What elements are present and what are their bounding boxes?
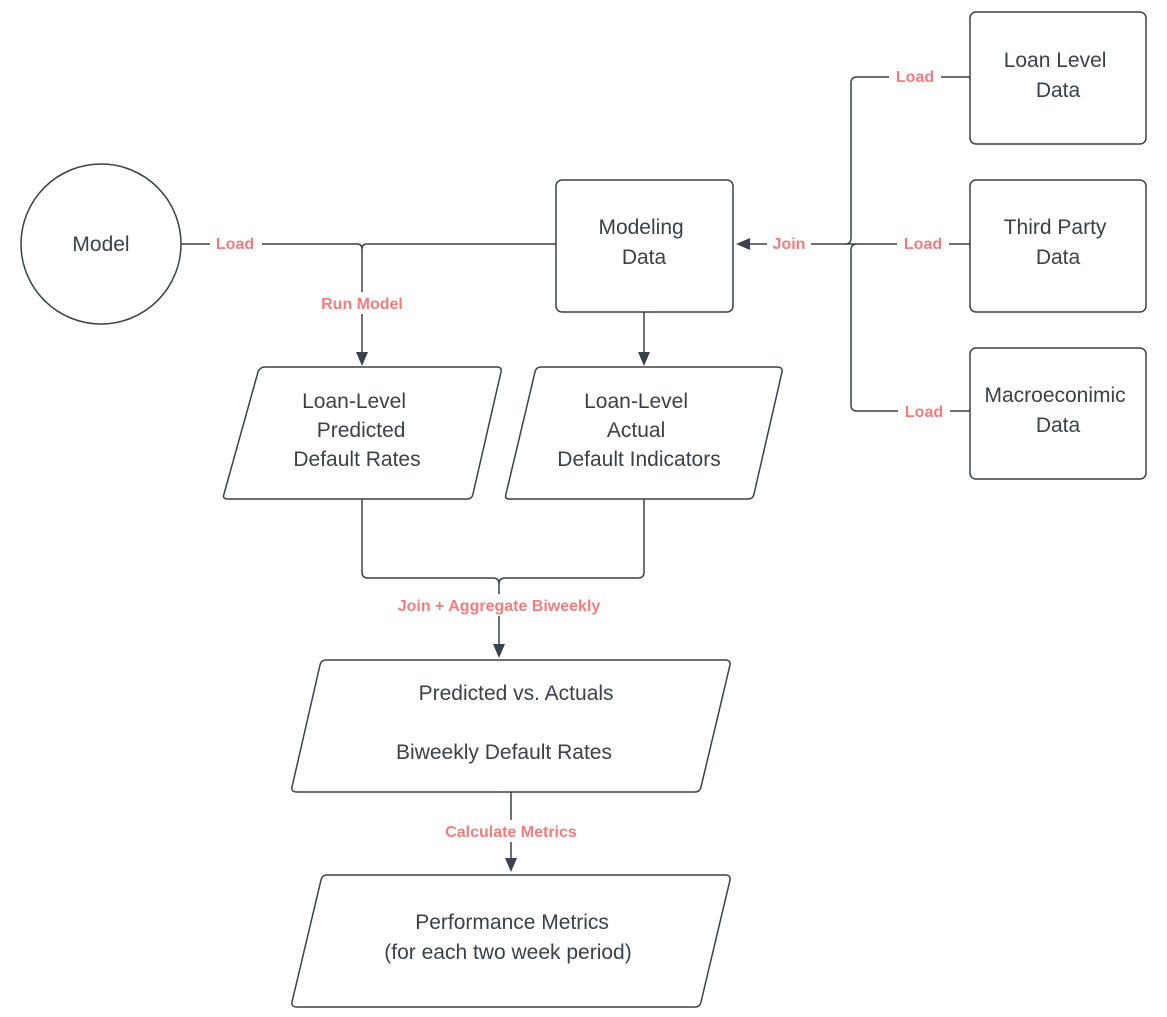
- svg-text:Load: Load: [905, 404, 943, 421]
- svg-text:Run Model: Run Model: [321, 296, 403, 313]
- svg-text:Loan Level Data: Loan Level Data: [1004, 49, 1113, 102]
- svg-text:Loan-Level Actual: Loan-Level Actual Default Indicators: [557, 390, 720, 471]
- node-third-party-data-line-2: Data: [1036, 246, 1081, 269]
- svg-text:Macroeconimic Data: Macroeconimic Data: [984, 384, 1131, 437]
- edge-label-load-macro: Load: [898, 400, 950, 422]
- svg-text:Performance Metrics (for: Performance Metrics (for each two week p…: [384, 911, 631, 964]
- node-actual-default-indicators[interactable]: Loan-Level Actual Default Indicators: [504, 366, 783, 500]
- svg-text:Model: Model: [72, 233, 129, 256]
- node-modeling-data-line-1: Modeling: [598, 216, 683, 239]
- node-modeling-data-line-2: Data: [622, 246, 667, 269]
- connector-sources-bus: [750, 76, 970, 412]
- node-actual-line-1: Loan-Level: [584, 390, 688, 413]
- svg-text:Join: Join: [773, 236, 806, 253]
- svg-text:Predicted vs. Actuals Bi: Predicted vs. Actuals Biweekly Default R…: [396, 682, 619, 764]
- edge-label-join-aggregate: Join + Aggregate Biweekly: [372, 594, 626, 616]
- node-third-party-data-line-1: Third Party: [1004, 216, 1107, 239]
- arrowhead-to-performance: [505, 858, 517, 872]
- node-loan-level-data[interactable]: Loan Level Data: [969, 11, 1147, 145]
- node-performance-line-2: (for each two week period): [384, 941, 631, 964]
- node-predicted-line-1: Loan-Level: [302, 390, 406, 413]
- edge-label-load-model: Load: [210, 232, 262, 254]
- node-predicted-vs-actuals[interactable]: Predicted vs. Actuals Biweekly Default R…: [291, 659, 731, 793]
- connector-join-aggregate: [361, 499, 645, 585]
- arrowhead-to-actual: [638, 352, 650, 366]
- node-macro-data-line-2: Data: [1036, 414, 1081, 437]
- node-loan-level-data-line-2: Data: [1036, 79, 1081, 102]
- node-predicted-line-2: Predicted: [317, 419, 406, 442]
- svg-text:Load: Load: [216, 236, 254, 253]
- node-macro-data[interactable]: Macroeconimic Data: [969, 347, 1147, 480]
- node-third-party-data[interactable]: Third Party Data: [969, 179, 1147, 313]
- node-performance-line-1: Performance Metrics: [415, 911, 609, 934]
- node-macro-data-line-1: Macroeconimic: [984, 384, 1125, 407]
- node-pred-vs-actuals-line-1: Predicted vs. Actuals: [419, 682, 614, 705]
- edge-label-calculate-metrics: Calculate Metrics: [428, 820, 594, 842]
- arrowhead-to-pred-vs-actuals: [493, 644, 505, 658]
- svg-text:Modeling Data: Modeling Data: [598, 216, 689, 269]
- edge-label-join-modeling: Join: [767, 232, 811, 254]
- svg-text:Calculate Metrics: Calculate Metrics: [445, 824, 577, 841]
- svg-text:Load: Load: [904, 236, 942, 253]
- node-predicted-line-3: Default Rates: [293, 448, 420, 471]
- node-modeling-data[interactable]: Modeling Data: [555, 179, 734, 313]
- edge-label-run-model: Run Model: [310, 292, 414, 314]
- node-model[interactable]: Model: [20, 163, 182, 325]
- svg-text:Third Party Data: Third Party Data: [1004, 216, 1113, 269]
- node-pred-vs-actuals-line-3: Biweekly Default Rates: [396, 741, 612, 764]
- node-performance-metrics[interactable]: Performance Metrics (for each two week p…: [291, 874, 731, 1008]
- edge-label-load-loan-level: Load: [889, 65, 941, 87]
- node-actual-line-3: Default Indicators: [557, 448, 720, 471]
- svg-text:Loan-Level Predicted: Loan-Level Predicted Default Rates: [293, 390, 420, 471]
- node-actual-line-2: Actual: [607, 419, 665, 442]
- svg-text:Load: Load: [896, 69, 934, 86]
- edge-label-load-third-party: Load: [897, 232, 949, 254]
- node-model-line-1: Model: [72, 233, 129, 256]
- arrowhead-to-modeling-data: [736, 238, 750, 250]
- node-predicted-default-rates[interactable]: Loan-Level Predicted Default Rates: [222, 366, 502, 500]
- svg-text:Join + Aggregate Biweekly: Join + Aggregate Biweekly: [398, 598, 601, 615]
- arrowhead-to-predicted: [356, 352, 368, 366]
- node-loan-level-data-line-1: Loan Level: [1004, 49, 1107, 72]
